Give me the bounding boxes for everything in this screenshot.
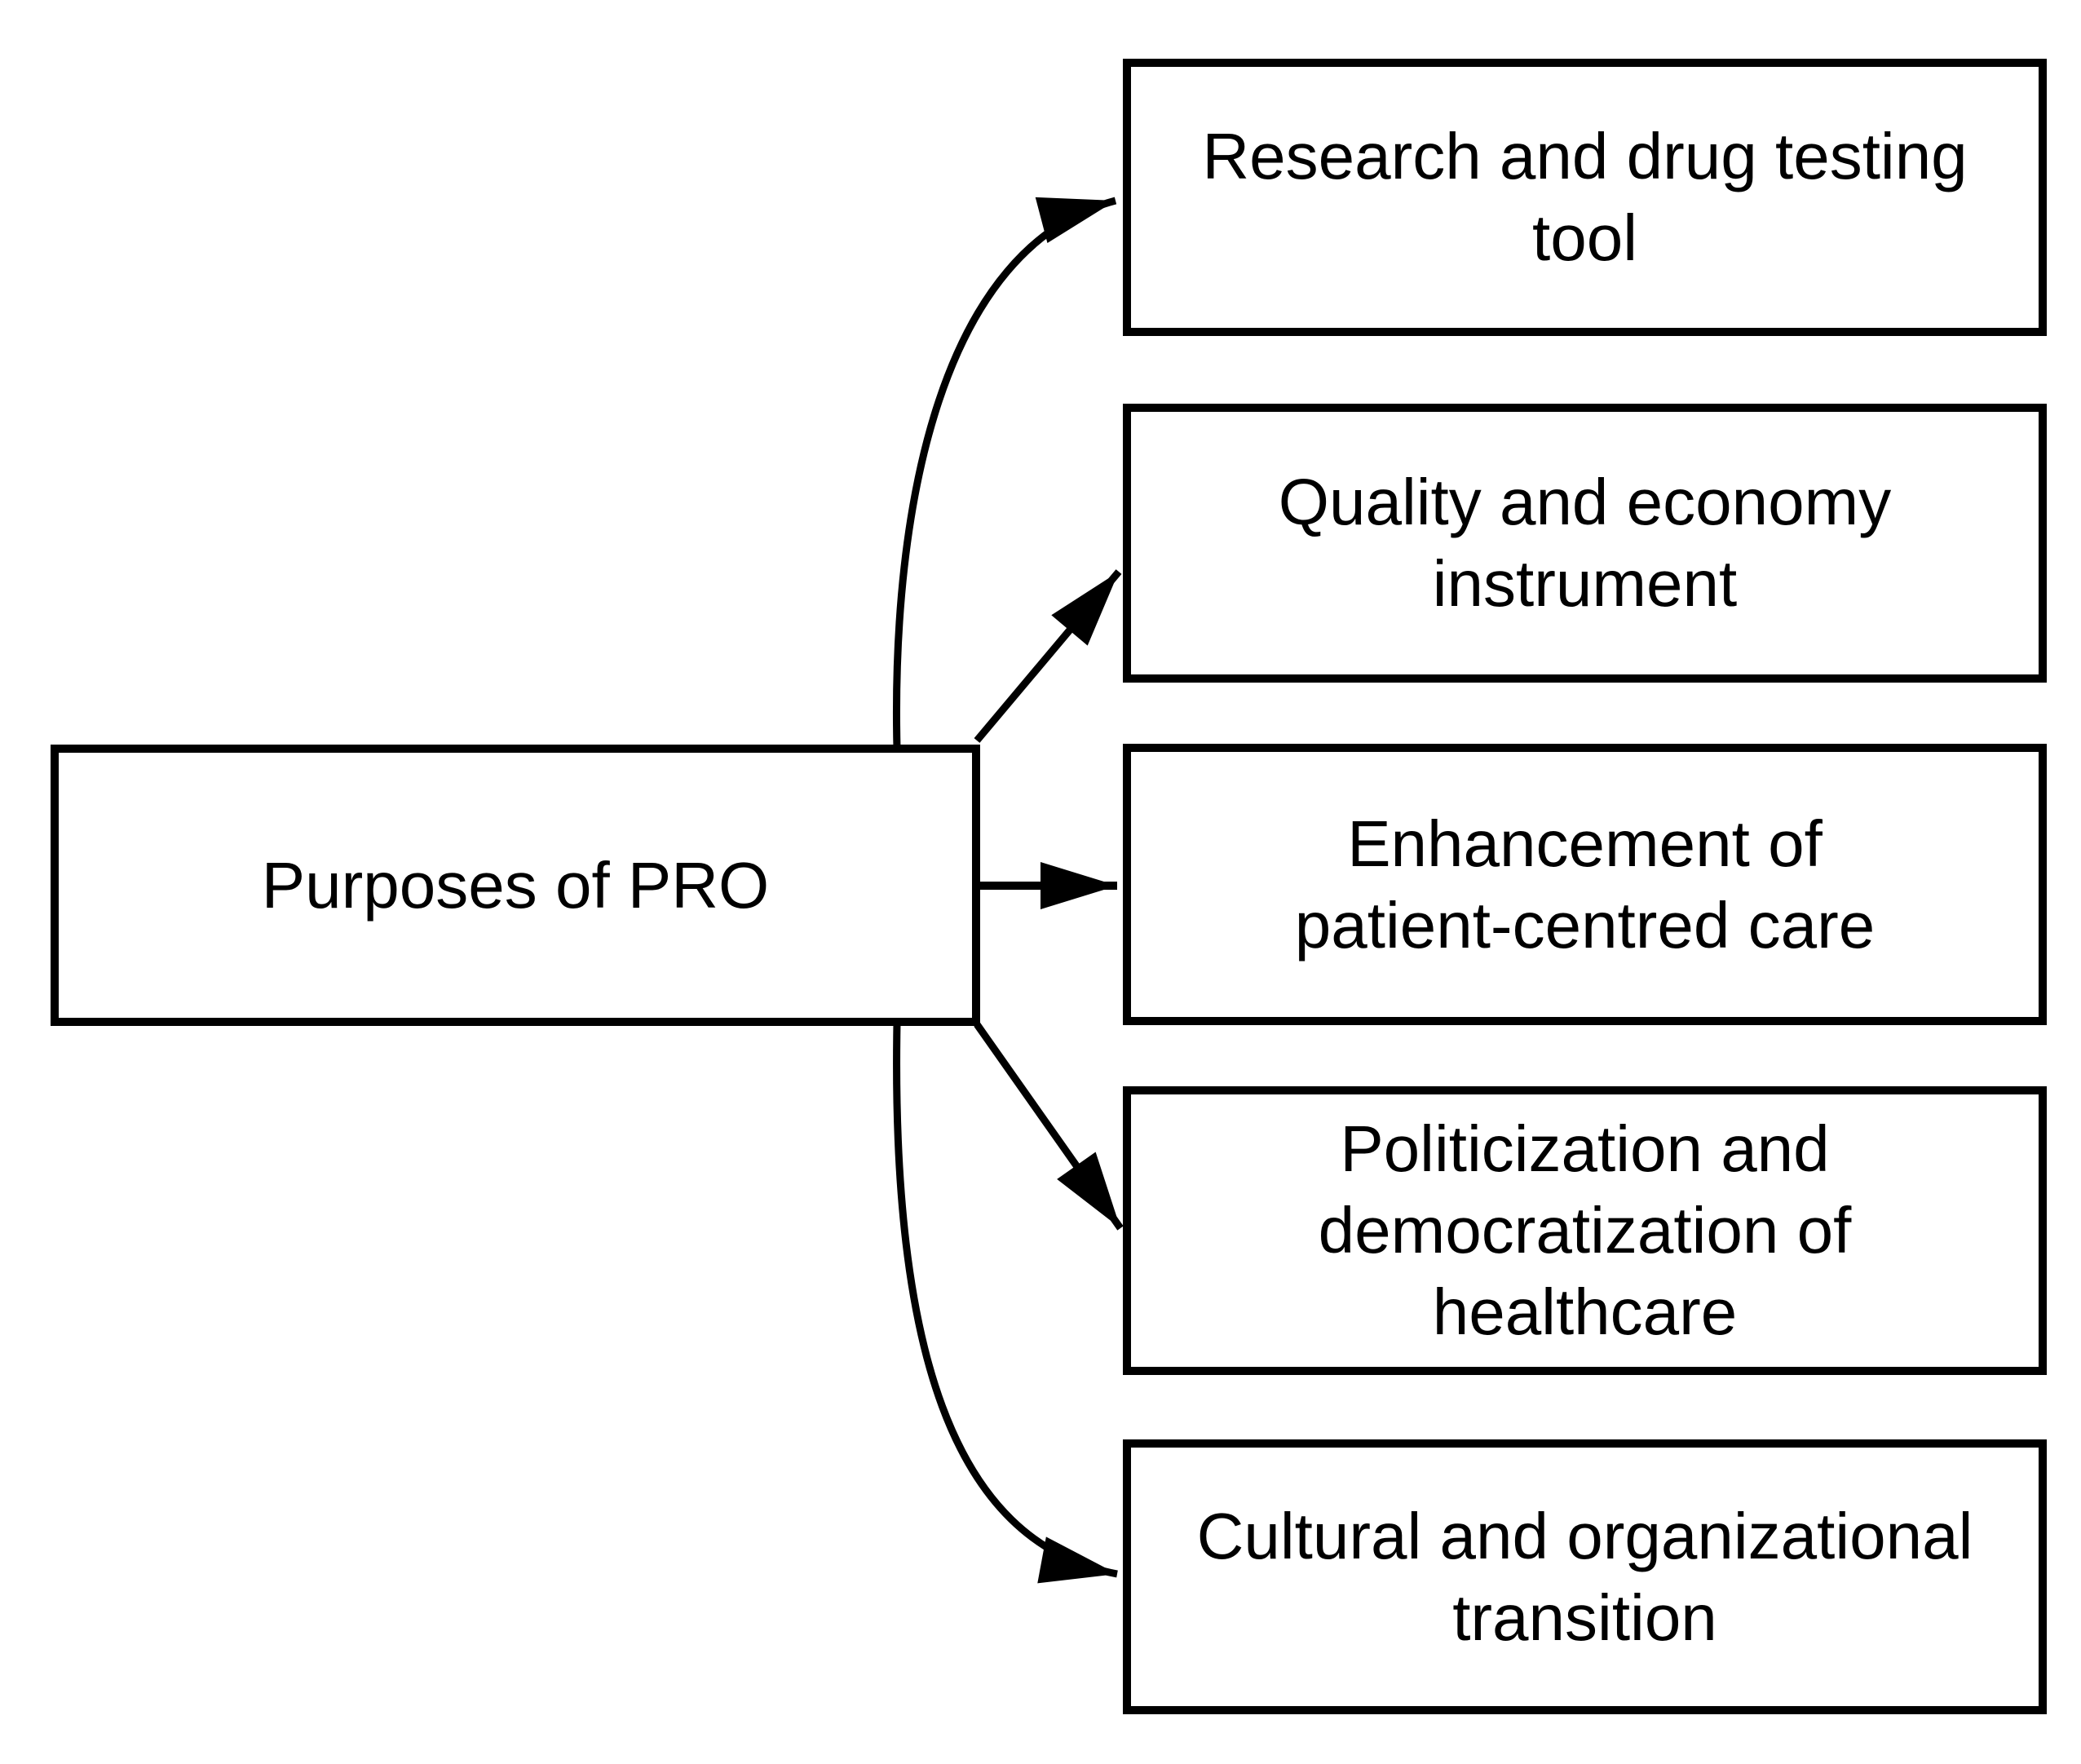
edge-curved-to-cultural <box>893 1023 1118 1584</box>
node-label-line: healthcare <box>1432 1275 1738 1348</box>
node-research-drug-testing: Research and drug testing tool <box>1123 59 2047 336</box>
node-label-line: Purposes of PRO <box>261 848 770 922</box>
node-label-line: Politicization and <box>1340 1112 1830 1185</box>
node-purposes-of-pro: Purposes of PRO <box>51 745 980 1026</box>
node-label-line: instrument <box>1432 547 1738 620</box>
node-cultural-transition: Cultural and organizational transition <box>1123 1439 2047 1714</box>
edge-straight-to-quality <box>974 569 1122 743</box>
node-label-line: Research and drug testing <box>1202 120 1968 192</box>
edge-straight-to-politicization <box>974 1022 1124 1231</box>
node-label-line: Enhancement of <box>1347 807 1823 880</box>
node-label-line: democratization of <box>1318 1194 1852 1267</box>
node-label-line: Cultural and organizational <box>1196 1499 1973 1572</box>
edge-curved-to-research <box>893 197 1117 749</box>
node-quality-economy: Quality and economy instrument <box>1123 404 2047 683</box>
node-label-line: tool <box>1532 201 1637 274</box>
node-politicization: Politicization and democratization of he… <box>1123 1086 2047 1375</box>
node-label-line: transition <box>1452 1581 1717 1654</box>
node-patient-centred-care: Enhancement of patient-centred care <box>1123 744 2047 1025</box>
node-label-line: patient-centred care <box>1294 888 1876 962</box>
node-label-line: Quality and economy <box>1278 466 1892 538</box>
